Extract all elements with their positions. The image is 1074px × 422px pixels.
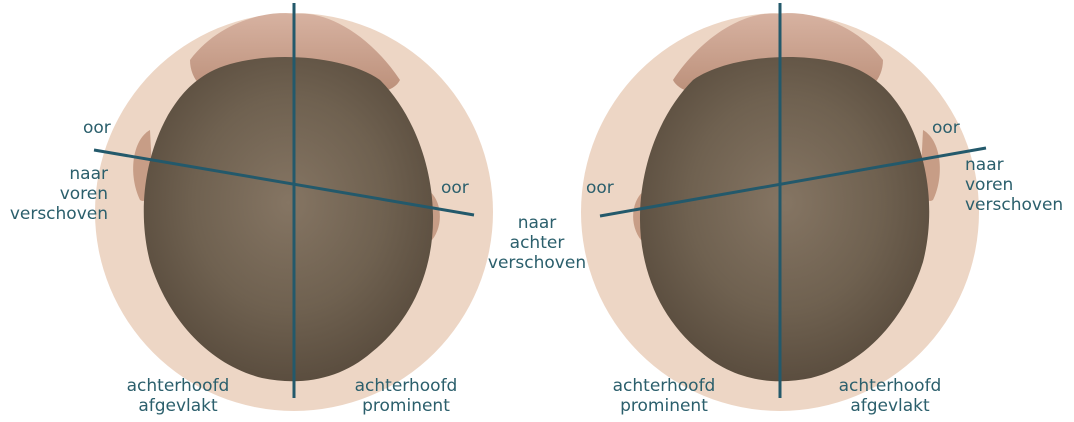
left-ear-right-label: oor <box>441 178 469 198</box>
backward-shift-label: naar achter verschoven <box>480 213 594 273</box>
left-bottom-left-label: achterhoofd afgevlakt <box>118 376 238 416</box>
left-bottom-right-label: achterhoofd prominent <box>346 376 466 416</box>
left-forward-shift-label: naar voren verschoven <box>0 164 108 224</box>
right-ear-right-label: oor <box>932 118 960 138</box>
right-forward-shift-label: naar voren verschoven <box>965 155 1063 215</box>
right-head-diagram <box>581 3 986 411</box>
left-head-diagram <box>94 3 493 411</box>
right-bottom-right-label: achterhoofd afgevlakt <box>830 376 950 416</box>
right-ear-left-label: oor <box>586 178 614 198</box>
right-bottom-left-label: achterhoofd prominent <box>604 376 724 416</box>
left-ear-left-label: oor <box>83 118 111 138</box>
